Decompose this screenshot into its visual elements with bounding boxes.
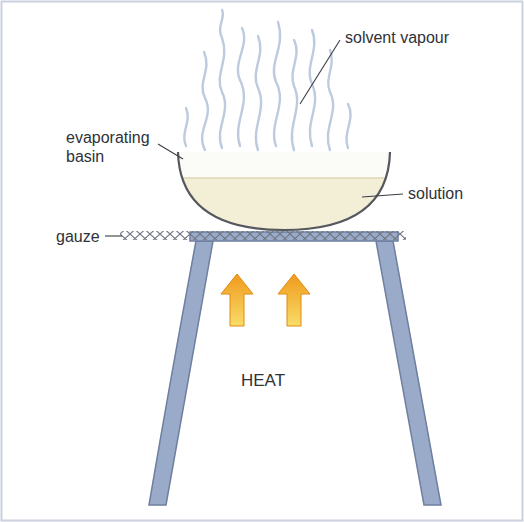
leader-line [158,144,183,159]
leader-line [362,194,403,197]
tripod-leg [149,241,213,505]
heat-label: HEAT [241,371,285,390]
heat-arrow [221,274,253,326]
heat-arrow [278,274,310,326]
gauze-mesh [120,231,406,240]
tripod-leg [376,241,441,505]
liquid-surface [183,177,386,179]
leader-line [105,235,122,236]
evaporating-basin [178,152,390,230]
leader-lines [105,40,403,236]
vapour-wisps [184,10,350,150]
vapour-label: solvent vapour [345,28,449,47]
gauze-label: gauze [56,227,100,246]
leader-line [300,40,340,104]
basin-label: evaporating basin [66,128,162,166]
solution-label: solution [408,184,463,203]
